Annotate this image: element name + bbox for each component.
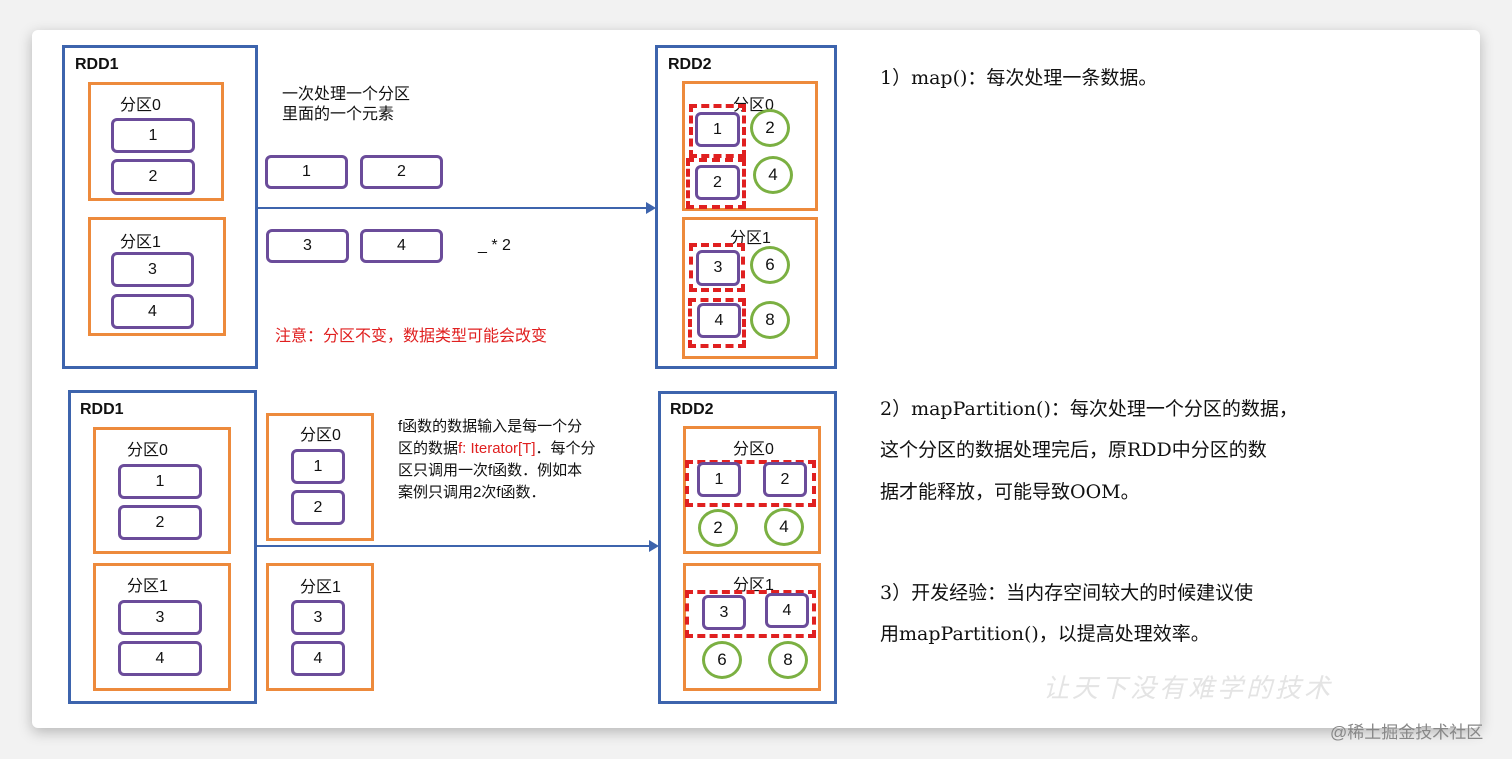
data-item: 1: [111, 118, 195, 153]
data-item: 2: [291, 490, 345, 525]
result-item: 2: [750, 109, 790, 147]
bottom-rdd2-box: [658, 391, 837, 704]
bottom-rdd1-partition0: [93, 427, 231, 554]
mappartition-explanation-line2: 这个分区的数据处理完后，原RDD中分区的数: [880, 439, 1267, 461]
element-highlight: [686, 158, 746, 209]
result-item: 2: [698, 509, 738, 547]
mappartition-desc-line2: 区的数据f: Iterator[T]．每个分: [398, 438, 596, 460]
mappartition-explanation-line1: 2）mapPartition()：每次处理一个分区的数据，: [880, 398, 1298, 420]
element-highlight: [689, 104, 746, 158]
bottom-rdd1-partition1: [93, 563, 231, 691]
top-rdd1-partition0: [88, 82, 224, 201]
partition-label: 分区1: [127, 578, 168, 595]
result-item: 6: [702, 641, 742, 679]
result-item: 8: [768, 641, 808, 679]
desc-text: 区的数据: [398, 440, 459, 457]
data-item: 1: [697, 462, 741, 497]
bottom-rdd1-label: RDD1: [80, 401, 124, 418]
data-item: 4: [360, 229, 443, 263]
mappartition-explanation-line3: 据才能释放，可能导致OOM。: [880, 481, 1140, 503]
data-item: 4: [111, 294, 194, 329]
partition-label: 分区1: [733, 577, 774, 594]
partition-highlight: [685, 590, 816, 638]
data-item: 2: [111, 159, 195, 195]
data-item: 4: [118, 641, 202, 676]
data-item: 2: [695, 165, 740, 200]
data-item: 2: [118, 505, 202, 540]
top-rdd1-partition1: [88, 217, 226, 336]
data-item: 2: [763, 462, 807, 497]
data-item: 3: [111, 252, 194, 287]
top-rdd1-label: RDD1: [75, 56, 119, 73]
watermark: 让天下没有难学的技术: [1043, 674, 1334, 704]
element-highlight: [689, 243, 745, 292]
bottom-partition1-batch: [266, 563, 374, 691]
iterator-type: f: Iterator[T]: [458, 440, 536, 457]
top-rdd1-box: [62, 45, 258, 369]
result-item: 8: [750, 301, 790, 339]
data-item: 3: [118, 600, 202, 635]
top-rdd2-box: [655, 45, 837, 369]
data-item: 3: [266, 229, 349, 263]
slide-card: [32, 30, 1480, 728]
arrow-icon: [258, 202, 656, 214]
partition-highlight: [685, 460, 816, 507]
bottom-rdd1-box: [68, 390, 257, 704]
credit: @稀土掘金技术社区: [1330, 723, 1484, 742]
partition-label: 分区0: [127, 442, 168, 459]
arrow-icon: [257, 540, 659, 552]
data-item: 3: [696, 250, 740, 286]
data-item: 2: [360, 155, 443, 189]
result-item: 4: [764, 508, 804, 546]
partition-label: 分区0: [300, 427, 341, 444]
partition-label: 分区1: [300, 579, 341, 596]
bottom-rdd2-label: RDD2: [670, 401, 714, 418]
data-item: 3: [702, 595, 746, 630]
data-item: 1: [265, 155, 348, 189]
data-item: 1: [291, 449, 345, 484]
mappartition-desc-line3: 区只调用一次f函数．例如本: [398, 462, 583, 479]
bottom-partition0-batch: [266, 413, 374, 541]
desc-text: ．每个分: [535, 440, 596, 457]
bottom-rdd2-partition1: [683, 563, 821, 691]
data-item: 4: [697, 303, 741, 338]
data-item: 4: [765, 593, 809, 628]
data-item: 1: [118, 464, 202, 499]
partition-label: 分区0: [120, 97, 161, 114]
top-rdd2-partition0: [682, 81, 818, 211]
data-item: 1: [695, 112, 740, 147]
partition-label: 分区1: [730, 230, 771, 247]
map-function: _ * 2: [478, 237, 511, 254]
partition-label: 分区0: [733, 441, 774, 458]
bottom-rdd2-partition0: [683, 426, 821, 554]
result-item: 6: [750, 246, 790, 284]
top-rdd2-label: RDD2: [668, 56, 712, 73]
data-item: 3: [291, 600, 345, 635]
map-explanation: 1）map()：每次处理一条数据。: [880, 67, 1158, 89]
experience-line2: 用mapPartition()，以提高处理效率。: [880, 623, 1210, 645]
element-highlight: [688, 298, 746, 348]
mappartition-desc-line4: 案例只调用2次f函数．: [398, 484, 546, 501]
experience-line1: 3）开发经验：当内存空间较大的时候建议使: [880, 582, 1254, 604]
top-rdd2-partition1: [682, 217, 818, 359]
mappartition-desc-line1: f函数的数据输入是每一个分: [398, 418, 583, 435]
data-item: 4: [291, 641, 345, 676]
map-desc-line2: 里面的一个元素: [282, 106, 395, 123]
partition-label: 分区1: [120, 234, 161, 251]
map-note: 注意：分区不变，数据类型可能会改变: [275, 328, 548, 345]
result-item: 4: [753, 156, 793, 194]
map-desc-line1: 一次处理一个分区: [282, 86, 411, 103]
